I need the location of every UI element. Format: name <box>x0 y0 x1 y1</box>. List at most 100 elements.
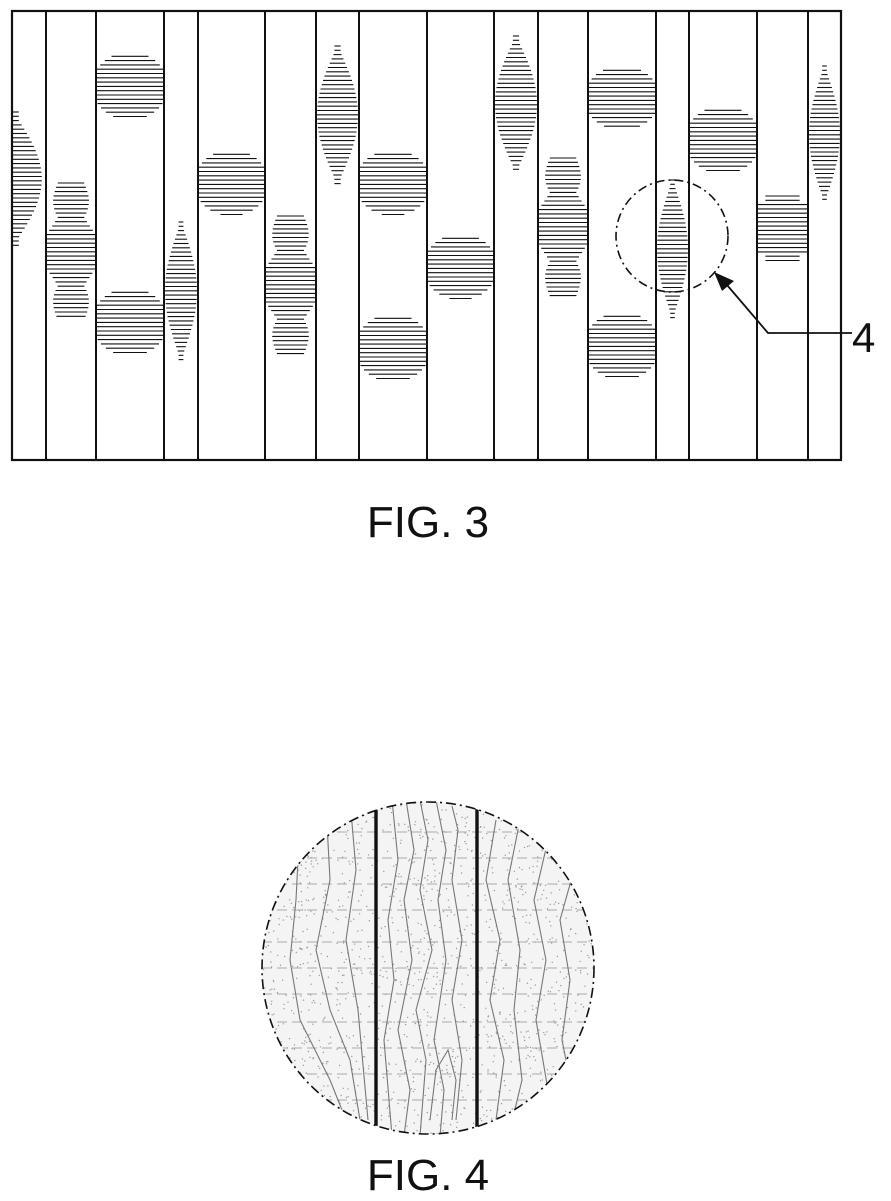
stipple-dot <box>501 938 502 939</box>
stipple-dot <box>361 828 362 829</box>
stipple-dot <box>536 1033 537 1034</box>
stipple-dot <box>529 845 530 846</box>
stipple-dot <box>473 868 474 869</box>
stipple-dot <box>491 1035 492 1036</box>
stipple-dot <box>470 958 471 959</box>
stipple-dot <box>364 1036 365 1037</box>
stipple-dot <box>283 919 284 920</box>
stipple-dot <box>426 819 427 820</box>
stipple-dot <box>555 1009 556 1010</box>
stipple-dot <box>424 954 425 955</box>
stipple-dot <box>328 1112 329 1113</box>
stipple-dot <box>339 906 340 907</box>
stipple-dot <box>563 978 564 979</box>
stipple-dot <box>352 1117 353 1118</box>
stipple-dot <box>464 841 465 842</box>
stipple-dot <box>472 1077 473 1078</box>
stipple-dot <box>454 914 455 915</box>
stipple-dot <box>525 1011 526 1012</box>
stipple-dot <box>273 1013 274 1014</box>
fig3-knot <box>589 66 655 126</box>
stipple-dot <box>305 868 306 869</box>
stipple-dot <box>530 914 531 915</box>
stipple-dot <box>452 1056 453 1057</box>
stipple-dot <box>499 953 500 954</box>
stipple-dot <box>337 919 338 920</box>
stipple-dot <box>287 1094 288 1095</box>
stipple-dot <box>586 860 587 861</box>
stipple-dot <box>386 1091 387 1092</box>
stipple-dot <box>351 802 352 803</box>
stipple-dot <box>450 873 451 874</box>
stipple-dot <box>591 943 592 944</box>
stipple-dot <box>546 1126 547 1127</box>
stipple-dot <box>553 1020 554 1021</box>
stipple-dot <box>296 807 297 808</box>
stipple-dot <box>418 979 419 980</box>
stipple-dot <box>579 864 580 865</box>
stipple-dot <box>511 844 512 845</box>
stipple-dot <box>582 1067 583 1068</box>
stipple-dot <box>467 834 468 835</box>
stipple-dot <box>289 1068 290 1069</box>
stipple-dot <box>589 1049 590 1050</box>
stipple-dot <box>583 1085 584 1086</box>
stipple-dot <box>519 850 520 851</box>
stipple-dot <box>408 830 409 831</box>
stipple-dot <box>289 899 290 900</box>
stipple-dot <box>461 802 462 803</box>
stipple-dot <box>408 916 409 917</box>
stipple-dot <box>520 956 521 957</box>
stipple-dot <box>389 1028 390 1029</box>
stipple-dot <box>271 1001 272 1002</box>
stipple-dot <box>427 1012 428 1013</box>
stipple-dot <box>303 1000 304 1001</box>
stipple-dot <box>434 876 435 877</box>
stipple-dot <box>365 1073 366 1074</box>
stipple-dot <box>573 1070 574 1071</box>
stipple-dot <box>352 1069 353 1070</box>
stipple-dot <box>310 1088 311 1089</box>
stipple-dot <box>549 939 550 940</box>
stipple-dot <box>500 933 501 934</box>
stipple-dot <box>558 903 559 904</box>
stipple-dot <box>287 1002 288 1003</box>
stipple-dot <box>290 857 291 858</box>
stipple-dot <box>287 838 288 839</box>
stipple-dot <box>561 1035 562 1036</box>
stipple-dot <box>441 1089 442 1090</box>
stipple-dot <box>294 1060 295 1061</box>
stipple-dot <box>302 1090 303 1091</box>
stipple-dot <box>370 1106 371 1107</box>
stipple-dot <box>545 917 546 918</box>
stipple-dot <box>372 817 373 818</box>
stipple-dot <box>502 901 503 902</box>
stipple-dot <box>349 880 350 881</box>
stipple-dot <box>428 949 429 950</box>
stipple-dot <box>492 872 493 873</box>
stipple-dot <box>277 992 278 993</box>
stipple-dot <box>327 1061 328 1062</box>
stipple-dot <box>292 966 293 967</box>
stipple-dot <box>455 1057 456 1058</box>
stipple-dot <box>483 1114 484 1115</box>
stipple-dot <box>578 1075 579 1076</box>
stipple-dot <box>483 870 484 871</box>
stipple-dot <box>492 930 493 931</box>
stipple-dot <box>311 1107 312 1108</box>
stipple-dot <box>344 882 345 883</box>
stipple-dot <box>583 831 584 832</box>
stipple-dot <box>443 956 444 957</box>
stipple-dot <box>496 1077 497 1078</box>
stipple-dot <box>560 985 561 986</box>
stipple-dot <box>336 943 337 944</box>
stipple-dot <box>543 812 544 813</box>
stipple-dot <box>577 802 578 803</box>
stipple-dot <box>366 809 367 810</box>
stipple-dot <box>343 1052 344 1053</box>
stipple-dot <box>303 1105 304 1106</box>
stipple-dot <box>528 995 529 996</box>
stipple-dot <box>586 923 587 924</box>
stipple-dot <box>311 819 312 820</box>
stipple-dot <box>381 1119 382 1120</box>
